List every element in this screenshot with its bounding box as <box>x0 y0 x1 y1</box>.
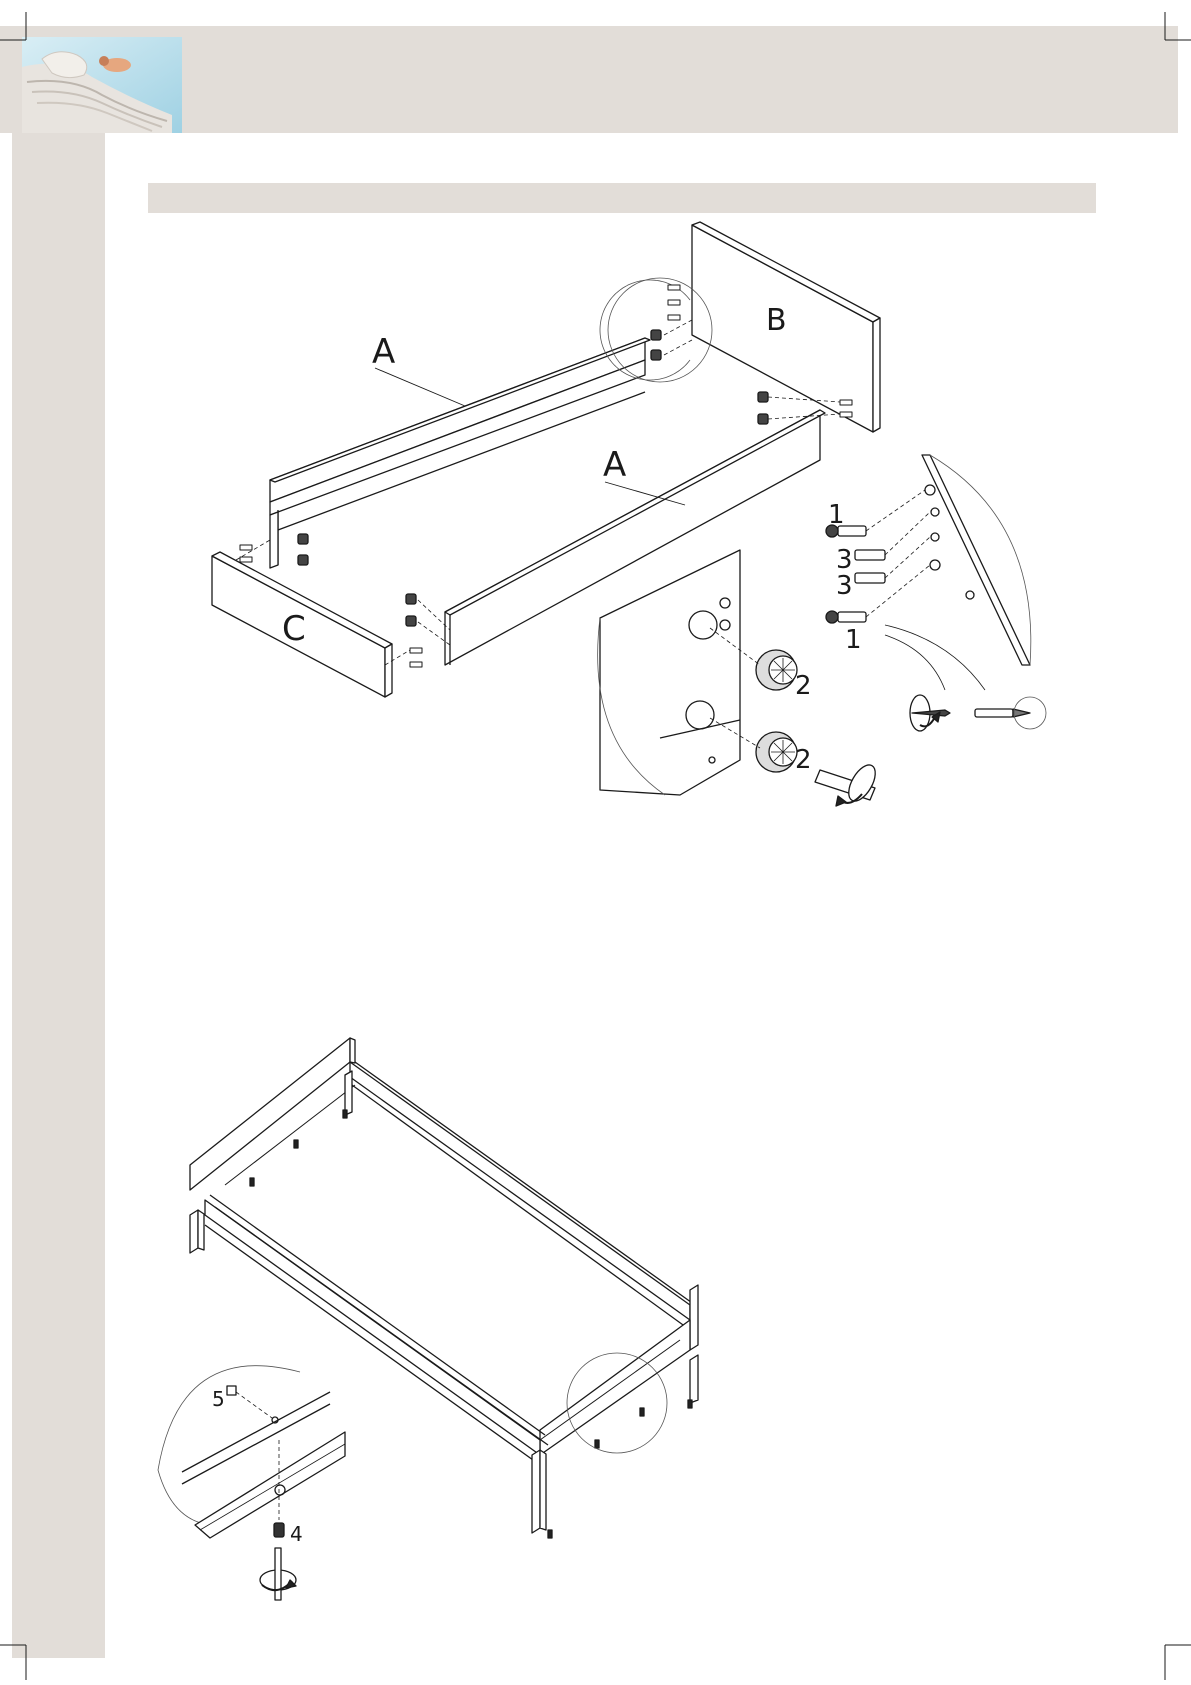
frame-rail-front <box>205 1195 548 1465</box>
leg-front-right <box>532 1450 546 1533</box>
label-part-4: 4 <box>290 1522 303 1546</box>
label-part-5: 5 <box>212 1387 225 1411</box>
frame-rail-back <box>350 1062 695 1330</box>
screw-4 <box>274 1523 284 1537</box>
headboard-panel <box>190 1038 355 1190</box>
leg-front-left <box>190 1210 204 1253</box>
footboard-panel <box>540 1285 698 1455</box>
leg-back-right <box>690 1355 698 1403</box>
screwdriver-icon <box>260 1548 296 1600</box>
dowel-5 <box>227 1386 236 1395</box>
screw-detail <box>158 1366 345 1538</box>
leg-back-left <box>345 1071 352 1115</box>
